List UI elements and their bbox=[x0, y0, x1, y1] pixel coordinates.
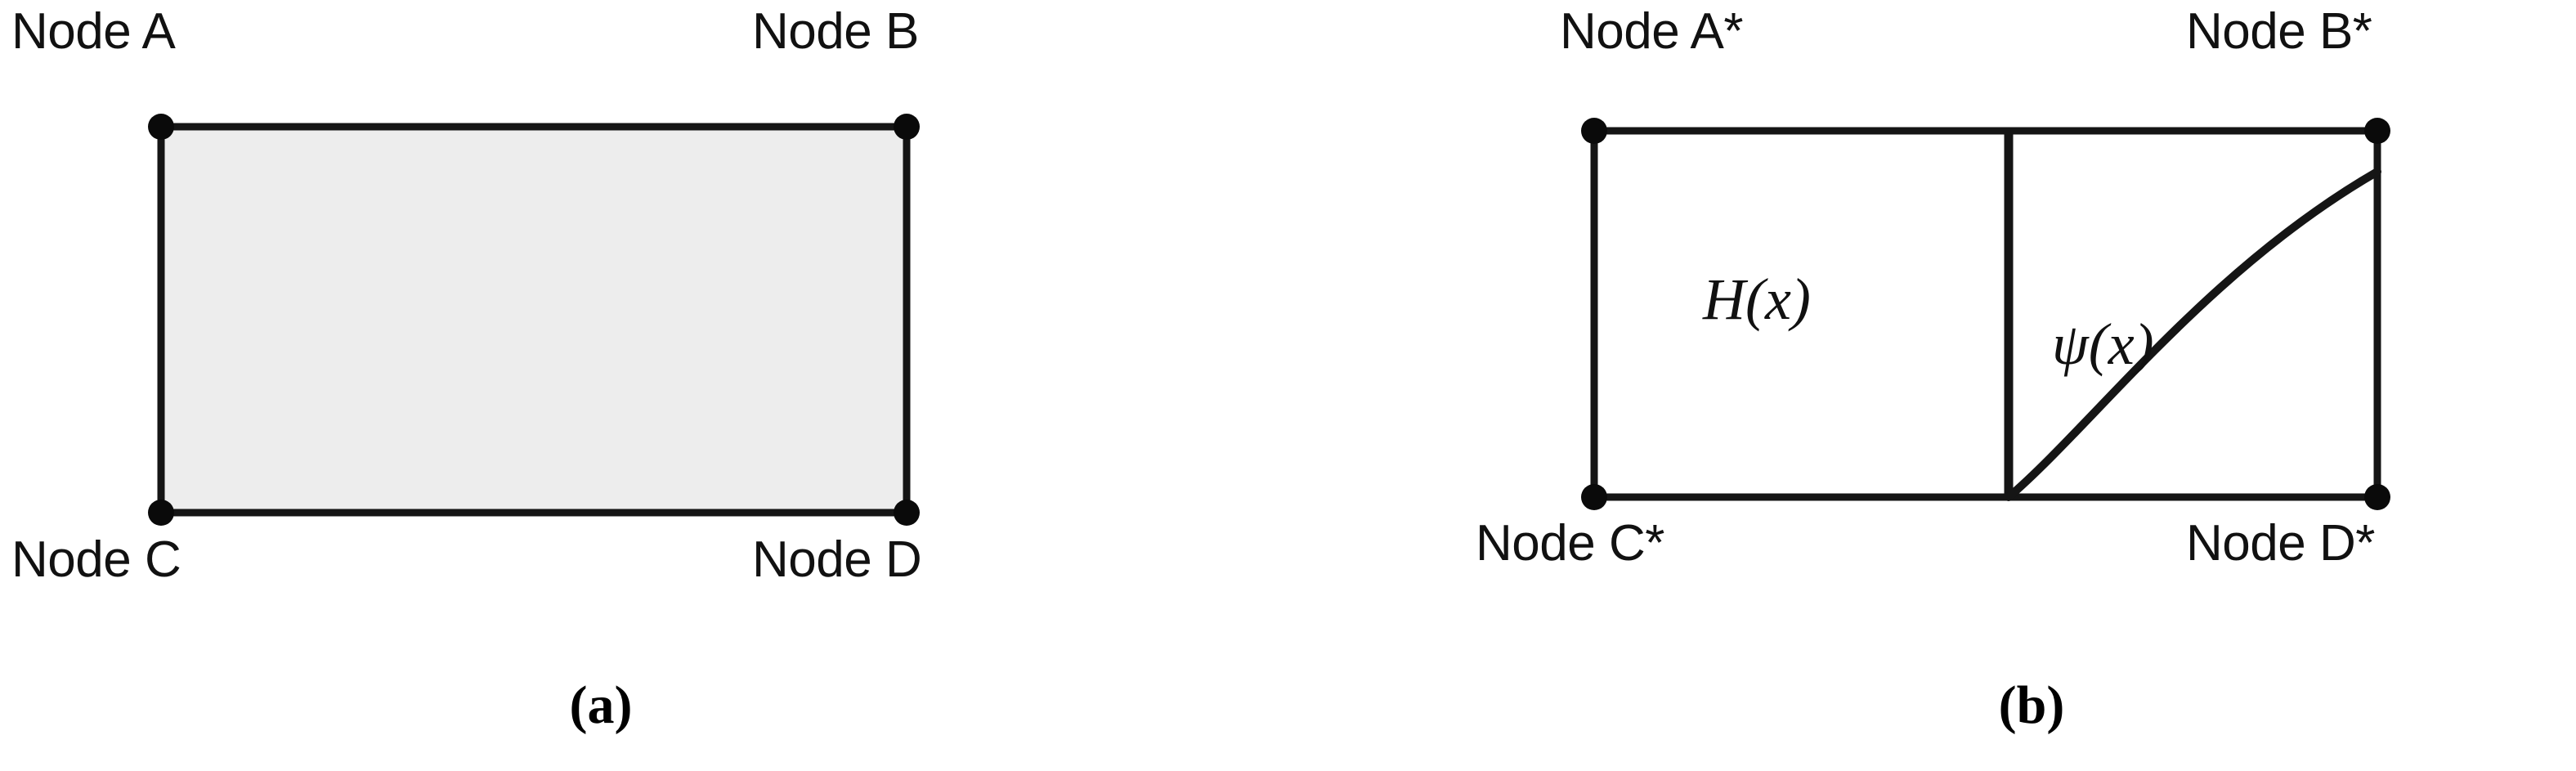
node-dot-c-star bbox=[1581, 484, 1607, 510]
panel-caption-b: (b) bbox=[1998, 675, 2065, 735]
node-dot-b bbox=[894, 114, 920, 140]
annotation-h-of-x: H(x) bbox=[1703, 267, 1811, 332]
node-dot-a-star bbox=[1581, 118, 1607, 144]
node-label-d-star: Node D* bbox=[2186, 515, 2375, 572]
panel-caption-a: (a) bbox=[569, 675, 633, 735]
node-dot-c bbox=[148, 500, 174, 526]
node-label-b-star: Node B* bbox=[2186, 3, 2372, 60]
node-label-a-star: Node A* bbox=[1560, 3, 1744, 60]
node-dot-a bbox=[148, 114, 174, 140]
node-dot-b-star bbox=[2364, 118, 2390, 144]
panel-a: Node A Node B Node C Node D (a) bbox=[0, 0, 1226, 771]
node-label-a: Node A bbox=[11, 3, 176, 60]
annotation-psi-of-x: ψ(x) bbox=[2052, 312, 2154, 377]
panel-b-graphic bbox=[1581, 118, 2390, 510]
node-label-b: Node B bbox=[752, 3, 919, 60]
warping-curve-psi bbox=[2005, 168, 2381, 501]
node-dot-d bbox=[894, 500, 920, 526]
node-label-c-star: Node C* bbox=[1476, 515, 1664, 572]
node-label-c: Node C bbox=[11, 531, 181, 588]
rectangle-element bbox=[157, 123, 911, 517]
node-label-d: Node D bbox=[752, 531, 922, 588]
panel-b: Node A* Node B* Node C* Node D* H(x) ψ(x… bbox=[1226, 0, 2576, 771]
node-dot-d-star bbox=[2364, 484, 2390, 510]
rectangle-element-deformed bbox=[1590, 127, 2381, 501]
panel-a-graphic bbox=[148, 114, 920, 526]
